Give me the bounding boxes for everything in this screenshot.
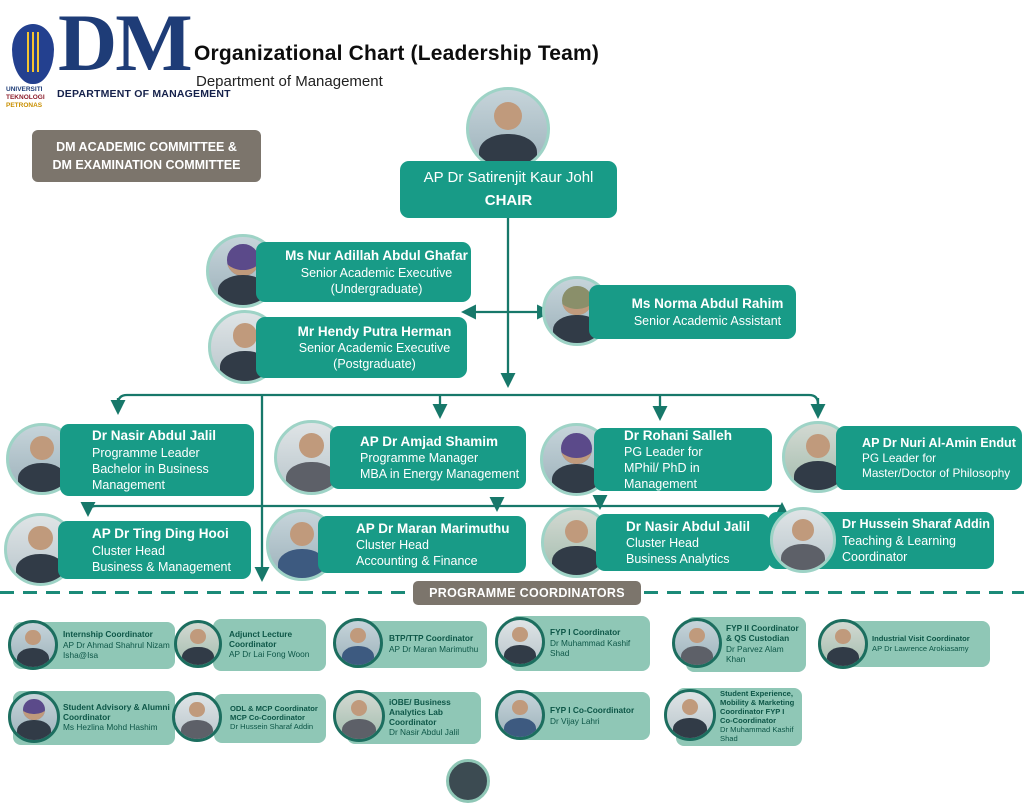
leader-card: Dr Nasir Abdul Jalil Cluster Head Busine…	[596, 514, 770, 571]
utp-word-3: PETRONAS	[6, 102, 43, 110]
leader-photo	[770, 507, 836, 573]
coordinator-title: Internship Coordinator	[63, 629, 153, 640]
coordinator-title: Industrial Visit Coordinator	[872, 633, 970, 643]
coordinator-name: Ms Hezlina Mohd Hashim	[63, 722, 158, 733]
coordinator-title: iOBE/ Business Analytics Lab Coordinator	[389, 696, 451, 727]
leader-detail: MBA in Energy Management	[360, 467, 520, 482]
coordinator-name: AP Dr Maran Marimuthu	[389, 644, 479, 654]
coordinator-name: Dr Vijay Lahri	[550, 715, 600, 726]
committee-line-1: DM ACADEMIC COMMITTEE &	[56, 139, 237, 154]
leader-role: Cluster Head	[626, 536, 699, 551]
chair-photo	[466, 87, 550, 171]
coordinator-photo	[664, 689, 716, 741]
leader-name: Dr Nasir Abdul Jalil	[92, 428, 217, 444]
leader-card: AP Dr Maran Marimuthu Cluster Head Accou…	[318, 516, 526, 573]
coordinator-photo	[672, 618, 722, 668]
staff-card: Ms Nur Adillah Abdul Ghafar Senior Acade…	[256, 242, 471, 302]
leader-card: AP Dr Nuri Al-Amin Endut PG Leader for M…	[836, 426, 1022, 490]
staff-card: Ms Norma Abdul Rahim Senior Academic Ass…	[589, 285, 796, 339]
committee-box: DM ACADEMIC COMMITTEE & DM EXAMINATION C…	[32, 130, 261, 182]
chair-name: AP Dr Satirenjit Kaur Johl	[423, 169, 594, 186]
leader-role: Programme Manager	[360, 451, 479, 466]
coordinator-name: Dr Parvez Alam Khan	[726, 644, 784, 664]
utp-logo-text: UNIVERSITI TEKNOLOGI PETRONAS	[6, 86, 64, 110]
staff-role: Senior Academic Assistant	[633, 313, 782, 328]
leader-name: AP Dr Ting Ding Hooi	[92, 526, 229, 542]
coordinator-title: Adjunct Lecture Coordinator	[229, 628, 293, 649]
coordinator-photo	[174, 620, 222, 668]
leader-role: Cluster Head	[92, 543, 165, 558]
leader-photo	[540, 423, 613, 496]
staff-name: Ms Nur Adillah Abdul Ghafar	[285, 248, 468, 264]
chair-card: AP Dr Satirenjit Kaur Johl CHAIR	[400, 161, 617, 218]
dm-logo: DM	[58, 0, 193, 88]
page-subtitle: Department of Management	[196, 73, 383, 90]
leader-detail: Business Analytics	[626, 552, 730, 567]
staff-card: Mr Hendy Putra Herman Senior Academic Ex…	[256, 317, 467, 378]
coordinator-photo	[333, 690, 385, 742]
utp-word-2: TEKNOLOGI	[6, 94, 45, 102]
coordinator-card: Adjunct Lecture Coordinator AP Dr Lai Fo…	[213, 619, 326, 671]
coordinator-name: Dr Hussein Sharaf Addin	[230, 722, 314, 732]
leader-name: AP Dr Amjad Shamim	[360, 433, 499, 449]
coordinator-name: Dr Muhammad Kashif Shad	[550, 638, 631, 658]
leader-role: PG Leader for	[624, 445, 703, 460]
coordinator-title: FYP I Coordinator	[550, 627, 621, 638]
utp-word-1: UNIVERSITI	[6, 86, 43, 93]
coordinator-title: FYP II Coordinator & QS Custodian	[726, 623, 799, 644]
coordinator-photo	[333, 618, 383, 668]
staff-name: Ms Norma Abdul Rahim	[631, 296, 784, 312]
coordinator-title: BTP/TTP Coordinator	[389, 633, 474, 644]
leader-detail: Master/Doctor of Philosophy	[862, 466, 1011, 481]
coordinator-name: Dr Nasir Abdul Jalil	[389, 727, 460, 738]
staff-name: Mr Hendy Putra Herman	[297, 323, 452, 339]
coordinator-name: AP Dr Lawrence Arokiasamy	[872, 643, 969, 653]
coordinator-photo	[8, 691, 60, 743]
staff-role: Senior Academic Executive	[300, 265, 453, 280]
leader-name: Dr Nasir Abdul Jalil	[626, 518, 751, 534]
coordinator-card: ODL & MCP Coordinator MCP Co-Coordinator…	[214, 694, 326, 743]
coordinator-title: ODL & MCP Coordinator MCP Co-Coordinator	[230, 703, 318, 722]
coordinator-photo	[818, 619, 868, 669]
chair-role: CHAIR	[484, 191, 533, 209]
staff-detail: (Postgraduate)	[333, 357, 416, 372]
committee-line-2: DM EXAMINATION COMMITTEE	[52, 158, 241, 172]
programme-coordinators-badge: PROGRAMME COORDINATORS	[413, 581, 641, 605]
page-title: Organizational Chart (Leadership Team)	[194, 42, 600, 65]
leader-detail: MPhil/ PhD in Management	[624, 461, 700, 492]
leader-name: Dr Rohani Salleh	[624, 427, 733, 443]
staff-detail: (Undergraduate)	[330, 281, 423, 296]
dm-logo-subtitle: DEPARTMENT OF MANAGEMENT	[57, 88, 231, 100]
leader-card: AP Dr Amjad Shamim Programme Manager MBA…	[330, 426, 526, 489]
leader-name: AP Dr Maran Marimuthu	[356, 520, 510, 536]
coordinator-name: Dr Muhammad Kashif Shad	[720, 725, 794, 744]
cropped-photo-edge	[446, 759, 490, 803]
leader-card: Dr Nasir Abdul Jalil Programme Leader Ba…	[60, 424, 254, 496]
leader-detail: Bachelor in Business Management	[92, 461, 209, 492]
leader-card: AP Dr Ting Ding Hooi Cluster Head Busine…	[58, 521, 251, 579]
leader-role: Programme Leader	[92, 445, 200, 460]
leader-name: AP Dr Nuri Al-Amin Endut	[862, 435, 1016, 450]
leader-detail: Business & Management	[92, 559, 231, 574]
coordinator-photo	[8, 620, 58, 670]
coordinator-name: AP Dr Lai Fong Woon	[229, 649, 310, 660]
leader-card: Dr Rohani Salleh PG Leader for MPhil/ Ph…	[594, 428, 772, 491]
leader-detail: Accounting & Finance	[356, 554, 478, 569]
coordinator-photo	[495, 690, 545, 740]
leader-role: PG Leader for	[862, 451, 937, 466]
coordinator-photo	[495, 617, 545, 667]
leader-role: Teaching & Learning Coordinator	[842, 533, 956, 564]
coordinator-name: AP Dr Ahmad Shahrul Nizam Isha@Isa	[63, 640, 170, 660]
coordinator-title: FYP I Co-Coordinator	[550, 704, 635, 715]
coordinator-title: Student Advisory & Alumni Coordinator	[63, 701, 170, 722]
leader-role: Cluster Head	[356, 538, 429, 553]
staff-role: Senior Academic Executive	[298, 341, 451, 356]
coordinator-title: Student Experience, Mobility & Marketing…	[720, 688, 795, 725]
coordinator-photo	[172, 692, 222, 742]
utp-logo-icon	[12, 24, 54, 84]
leader-name: Dr Hussein Sharaf Addin	[842, 517, 990, 532]
